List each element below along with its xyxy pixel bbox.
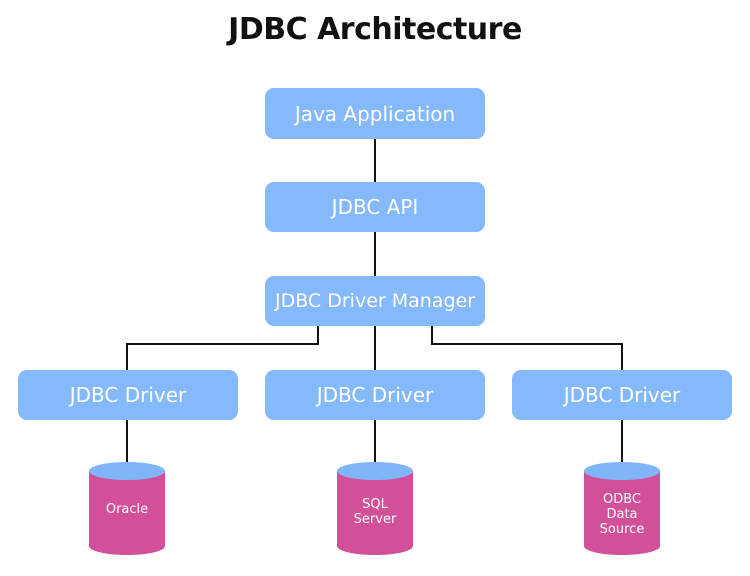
jdbc-driver-box-2: JDBC Driver — [265, 370, 485, 420]
database-label-line: Oracle — [105, 502, 149, 517]
database-label-line: Data — [606, 507, 638, 522]
connector-manager-driver-3 — [431, 326, 623, 370]
diagram-title: JDBC Architecture — [228, 12, 522, 47]
database-label-line: SQL — [362, 497, 388, 512]
database-cylinder-odbc: ODBC Data Source — [584, 462, 660, 556]
driver-manager-box: JDBC Driver Manager — [265, 276, 485, 326]
database-icon — [89, 462, 165, 555]
database-label-oracle: Oracle — [89, 502, 165, 517]
database-icon — [584, 462, 660, 555]
jdbc-api-label: JDBC API — [331, 195, 419, 219]
database-label-odbc: ODBC Data Source — [584, 492, 660, 537]
database-icon — [337, 462, 413, 555]
database-label-line: Source — [599, 522, 645, 537]
driver-manager-label: JDBC Driver Manager — [274, 290, 476, 312]
java-application-label: Java Application — [294, 101, 456, 126]
database-label-line: ODBC — [602, 492, 641, 507]
database-cylinder-oracle: Oracle — [89, 462, 165, 556]
jdbc-driver-box-3: JDBC Driver — [512, 370, 732, 420]
database-label-line: Server — [353, 512, 397, 527]
jdbc-driver-box-1: JDBC Driver — [18, 370, 238, 420]
jdbc-driver-label-3: JDBC Driver — [563, 383, 681, 407]
jdbc-driver-label-1: JDBC Driver — [69, 383, 187, 407]
jdbc-driver-label-2: JDBC Driver — [316, 383, 434, 407]
database-cylinder-sql-server: SQL Server — [337, 462, 413, 556]
jdbc-api-box: JDBC API — [265, 182, 485, 232]
java-application-box: Java Application — [265, 88, 485, 139]
database-label-sql-server: SQL Server — [337, 497, 413, 527]
connector-manager-driver-1 — [126, 326, 319, 370]
